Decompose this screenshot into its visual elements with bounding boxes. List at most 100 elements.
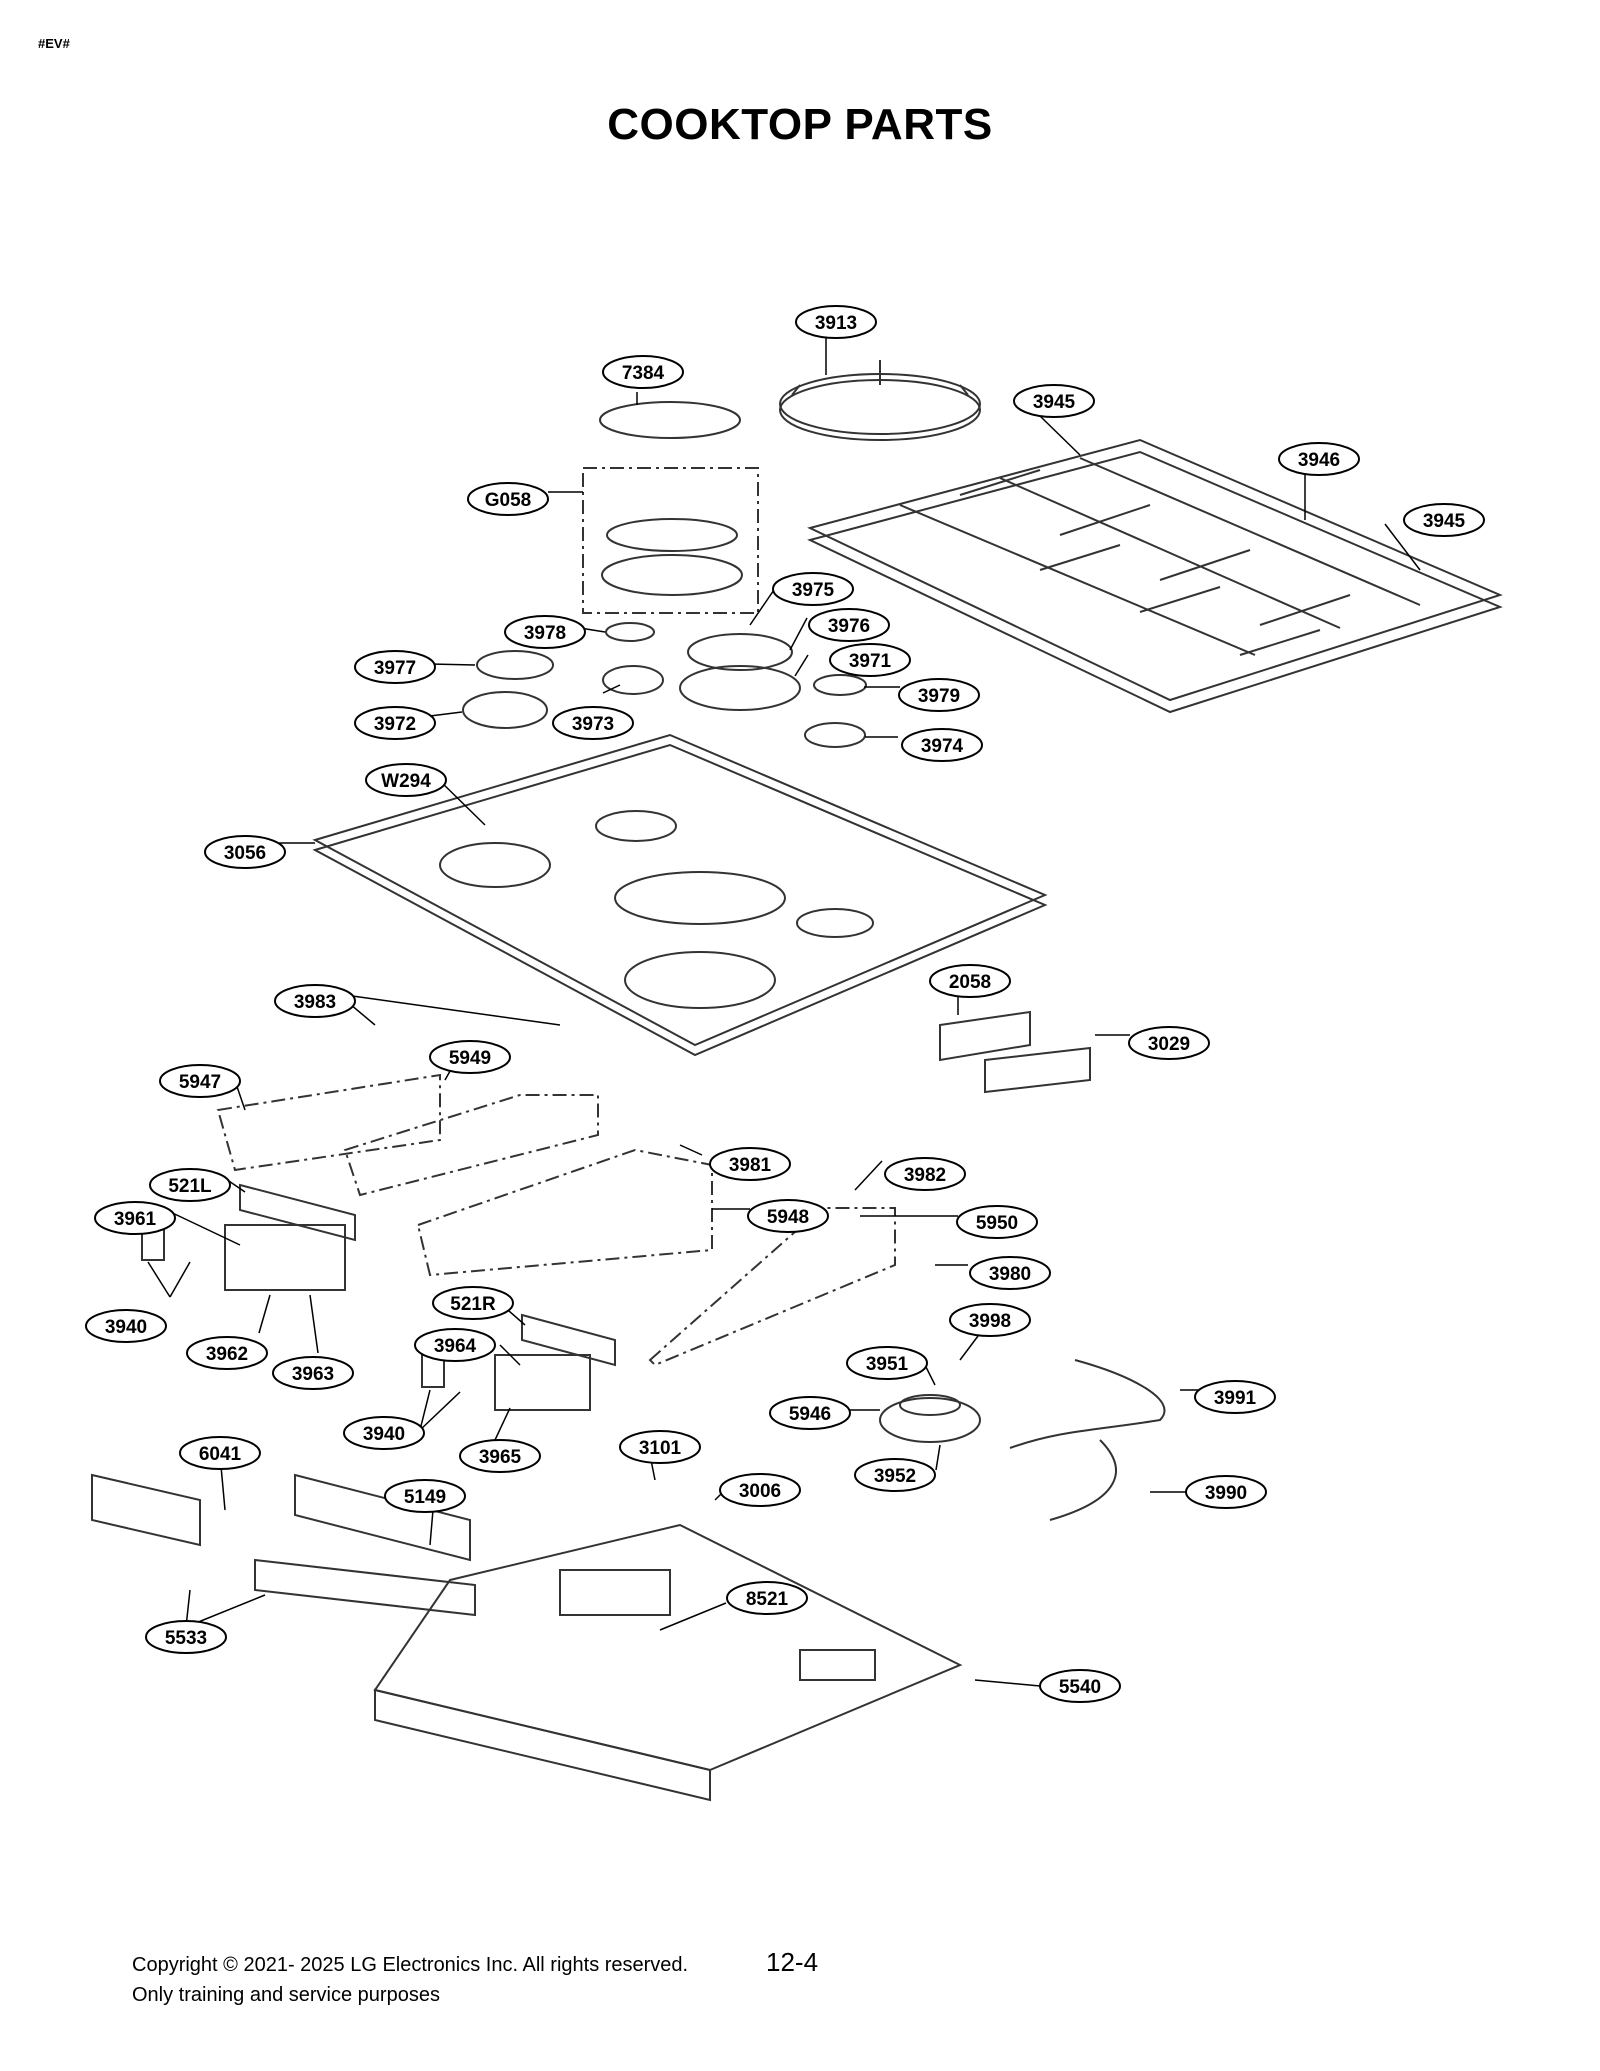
burner-head-3974 xyxy=(804,722,866,748)
label-5949: 5949 xyxy=(429,1040,511,1074)
group-5950 xyxy=(648,1207,896,1367)
svg-text:3990: 3990 xyxy=(1205,1483,1247,1504)
label-3975: 3975 xyxy=(772,572,854,606)
label-3973: 3973 xyxy=(552,706,634,740)
svg-text:5946: 5946 xyxy=(789,1404,831,1425)
bracket-2058 xyxy=(939,1010,1031,1062)
label-3977: 3977 xyxy=(354,650,436,684)
label-3983: 3983 xyxy=(274,984,356,1018)
label-3946: 3946 xyxy=(1278,442,1360,476)
svg-text:5149: 5149 xyxy=(404,1487,446,1508)
page-title: COOKTOP PARTS xyxy=(607,100,993,149)
label-3940-left: 3940 xyxy=(85,1309,167,1343)
svg-text:3945: 3945 xyxy=(1423,511,1466,532)
label-3981: 3981 xyxy=(709,1147,791,1181)
burner-cap-3978 xyxy=(605,622,655,642)
burner-head-3972 xyxy=(462,691,548,729)
svg-text:3973: 3973 xyxy=(572,714,614,735)
label-5950: 5950 xyxy=(956,1205,1038,1239)
label-3976: 3976 xyxy=(808,608,890,642)
label-3978: 3978 xyxy=(504,615,586,649)
group-5947 xyxy=(216,1073,441,1172)
label-3971: 3971 xyxy=(829,643,911,677)
svg-text:3961: 3961 xyxy=(114,1209,157,1230)
group-5949 xyxy=(343,1094,599,1197)
griddle-cover-part xyxy=(599,401,741,439)
svg-text:3998: 3998 xyxy=(969,1311,1011,1332)
svg-text:3006: 3006 xyxy=(739,1481,781,1502)
svg-text:5533: 5533 xyxy=(165,1628,207,1649)
label-3952: 3952 xyxy=(854,1458,936,1492)
grates-part xyxy=(807,438,1503,714)
svg-text:5949: 5949 xyxy=(449,1048,491,1069)
label-7384: 7384 xyxy=(602,355,684,389)
svg-text:3972: 3972 xyxy=(374,714,416,735)
svg-text:5540: 5540 xyxy=(1059,1677,1101,1698)
svg-text:5948: 5948 xyxy=(767,1207,809,1228)
label-6041: 6041 xyxy=(179,1436,261,1470)
label-5540: 5540 xyxy=(1039,1669,1121,1703)
valves-right xyxy=(494,1354,591,1411)
label-521l: 521L xyxy=(149,1168,231,1202)
gas-pipe-3991 xyxy=(1009,1359,1166,1449)
burner-head-3973 xyxy=(602,665,664,695)
label-3964: 3964 xyxy=(414,1328,496,1362)
svg-text:3981: 3981 xyxy=(729,1155,772,1176)
svg-text:3913: 3913 xyxy=(815,313,857,334)
svg-text:3952: 3952 xyxy=(874,1466,916,1487)
label-5533: 5533 xyxy=(145,1620,227,1654)
copyright-text: Copyright © 2021- 2025 LG Electronics In… xyxy=(132,1954,689,1976)
svg-text:3978: 3978 xyxy=(524,623,566,644)
panel-5533 xyxy=(254,1558,476,1617)
wok-ring-part xyxy=(779,360,981,441)
cooktop-main-top-part xyxy=(312,733,1048,1057)
label-5946: 5946 xyxy=(769,1396,851,1430)
svg-text:3979: 3979 xyxy=(918,686,960,707)
svg-text:3951: 3951 xyxy=(866,1354,909,1375)
svg-text:3980: 3980 xyxy=(989,1264,1031,1285)
svg-text:3975: 3975 xyxy=(792,580,835,601)
svg-text:5950: 5950 xyxy=(976,1213,1018,1234)
manifold-521r xyxy=(521,1313,616,1367)
label-2058: 2058 xyxy=(929,964,1011,998)
label-3965: 3965 xyxy=(459,1439,541,1473)
document-code: #EV# xyxy=(38,36,70,51)
svg-text:3940: 3940 xyxy=(105,1317,147,1338)
label-3991: 3991 xyxy=(1194,1380,1276,1414)
svg-text:3029: 3029 xyxy=(1148,1034,1190,1055)
footer: Copyright © 2021- 2025 LG Electronics In… xyxy=(132,1950,688,2010)
label-3963: 3963 xyxy=(272,1356,354,1390)
svg-text:6041: 6041 xyxy=(199,1444,242,1465)
svg-text:3946: 3946 xyxy=(1298,450,1340,471)
label-3998: 3998 xyxy=(949,1303,1031,1337)
base-window xyxy=(559,1569,671,1616)
label-521r: 521R xyxy=(432,1286,514,1320)
usage-text: Only training and service purposes xyxy=(132,1984,440,2006)
svg-text:3101: 3101 xyxy=(639,1438,682,1459)
svg-text:5947: 5947 xyxy=(179,1072,221,1093)
label-3980: 3980 xyxy=(969,1256,1051,1290)
group-5948 xyxy=(416,1148,713,1277)
label-5149: 5149 xyxy=(384,1479,466,1513)
label-3913: 3913 xyxy=(795,305,877,339)
svg-text:3964: 3964 xyxy=(434,1336,477,1357)
label-8521: 8521 xyxy=(726,1581,808,1615)
gas-pipe-3990 xyxy=(1049,1439,1117,1521)
label-3945-right: 3945 xyxy=(1403,503,1485,537)
svg-text:3971: 3971 xyxy=(849,651,892,672)
g058-group-outline xyxy=(582,467,759,614)
panel-6041 xyxy=(91,1473,201,1547)
label-5948: 5948 xyxy=(747,1199,829,1233)
label-3972: 3972 xyxy=(354,706,436,740)
label-3945-top: 3945 xyxy=(1013,384,1095,418)
label-3961: 3961 xyxy=(94,1201,176,1235)
label-5947: 5947 xyxy=(159,1064,241,1098)
svg-text:3983: 3983 xyxy=(294,992,336,1013)
label-w294: W294 xyxy=(365,763,447,797)
label-3940-center: 3940 xyxy=(343,1416,425,1450)
svg-text:3982: 3982 xyxy=(904,1165,946,1186)
label-3979: 3979 xyxy=(898,678,980,712)
svg-text:8521: 8521 xyxy=(746,1589,789,1610)
svg-text:3977: 3977 xyxy=(374,658,416,679)
